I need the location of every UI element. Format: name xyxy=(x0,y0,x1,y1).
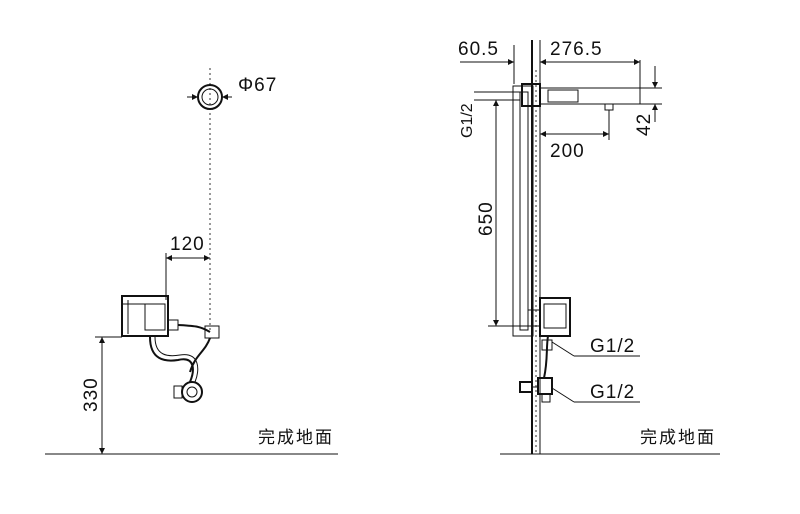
spout-joint xyxy=(547,89,579,103)
hose-fitting xyxy=(204,325,220,339)
arrowhead xyxy=(508,59,514,65)
thread-top-label: G1/2 xyxy=(459,103,476,138)
control-box-side-panel xyxy=(543,303,567,329)
valve-handle xyxy=(541,393,551,403)
thread-valve-label: G1/2 xyxy=(590,382,635,403)
spout-length-label: 276.5 xyxy=(550,39,603,60)
front-view: Φ67 120 330 完成地面 xyxy=(45,68,338,455)
hose-main xyxy=(149,336,194,383)
control-box-side xyxy=(539,297,571,337)
spout-reach-label: 200 xyxy=(550,141,585,162)
arrowhead xyxy=(540,131,546,137)
arrowhead xyxy=(493,100,499,106)
mounting-rail xyxy=(512,85,534,337)
hose-right xyxy=(189,337,211,373)
valve-ring xyxy=(181,381,203,403)
hose-side xyxy=(543,335,549,379)
hose-main-inner xyxy=(154,336,199,383)
arrowhead xyxy=(634,59,640,65)
hose-top xyxy=(177,324,211,333)
wall-offset-label: 60.5 xyxy=(458,39,499,60)
diameter-label: Φ67 xyxy=(238,75,277,96)
arrowhead xyxy=(99,337,105,343)
vertical-label-650: 650 xyxy=(476,201,497,236)
thread-box-label: G1/2 xyxy=(590,336,635,357)
spout-ring-inner xyxy=(201,88,219,106)
valve-inlet xyxy=(519,381,533,393)
arrowhead xyxy=(652,104,658,110)
leader-valve xyxy=(551,387,575,403)
floor-label-left: 完成地面 xyxy=(258,428,334,448)
valve-stub xyxy=(173,385,183,399)
vertical-pipe xyxy=(519,91,529,331)
height-label-330: 330 xyxy=(81,377,102,412)
control-box xyxy=(121,295,169,337)
box-connector xyxy=(167,319,179,331)
arrowhead xyxy=(99,448,105,454)
arrowhead xyxy=(222,94,228,100)
arrowhead xyxy=(493,320,499,326)
offset-label-120: 120 xyxy=(170,234,205,255)
arrowhead xyxy=(652,82,658,88)
control-box-panel xyxy=(144,303,166,331)
leader-box xyxy=(551,341,575,357)
hose-fitting-side xyxy=(541,339,553,351)
valve-ring-inner xyxy=(186,386,198,398)
floor-label-right: 完成地面 xyxy=(640,428,716,448)
arrowhead xyxy=(166,255,172,261)
arrowhead xyxy=(192,94,198,100)
wall-flange xyxy=(521,83,541,107)
arrowhead xyxy=(603,131,609,137)
sensor-window xyxy=(604,103,614,111)
arrowhead xyxy=(204,255,210,261)
arrowhead xyxy=(540,59,546,65)
spout-height-label: 42 xyxy=(634,113,655,136)
side-view: 60.5 276.5 42 200 G1/2 650 xyxy=(458,39,720,455)
